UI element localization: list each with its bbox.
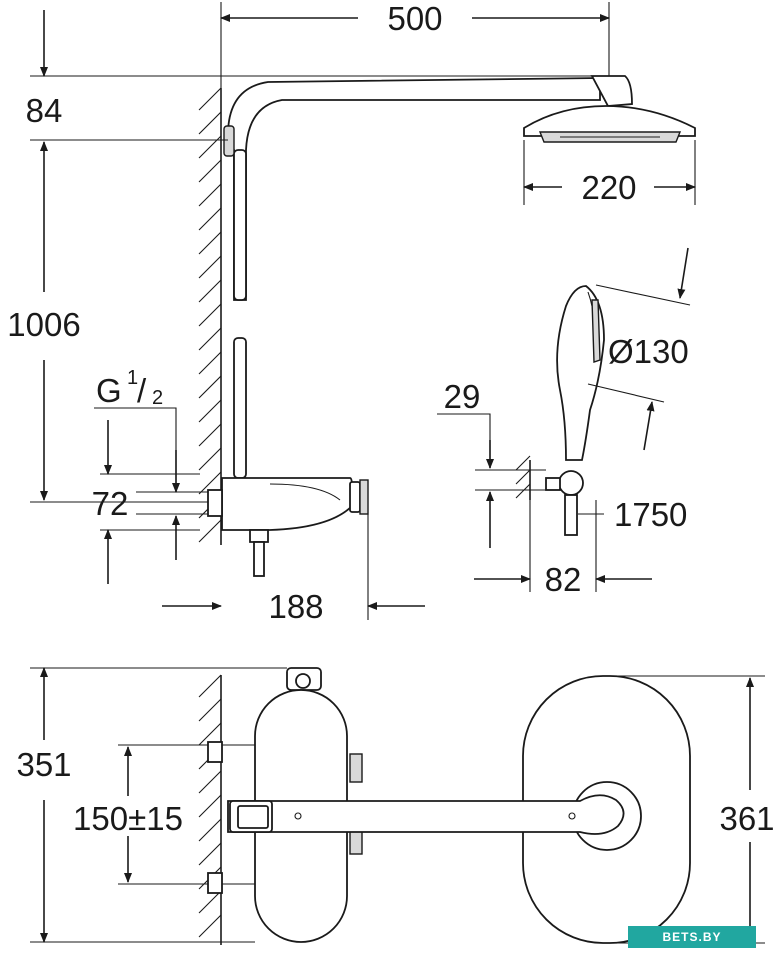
thread-slash: /: [137, 372, 147, 409]
dimension-84: 84: [26, 10, 600, 141]
head-shower: [523, 75, 696, 143]
dimension-188-label: 188: [268, 588, 323, 625]
dimension-500: 500: [220, 0, 610, 88]
plan-view: 351 150±15 361: [16, 667, 775, 945]
dimension-29: 29: [437, 378, 546, 548]
dimension-220-label: 220: [581, 169, 636, 206]
dimension-150-label: 150±15: [73, 800, 183, 837]
elevation-view: 500 84 220 1006 G 1 / 2: [7, 0, 696, 625]
thread-label: G 1 / 2: [94, 367, 180, 493]
dimension-351: 351: [16, 667, 287, 943]
dimension-361-label: 361: [719, 800, 774, 837]
dimension-220: 220: [523, 140, 696, 206]
shower-arm-plan: [227, 794, 625, 835]
hand-shower: [545, 285, 605, 536]
dimension-1006-label: 1006: [7, 306, 80, 343]
dimension-82: 82: [474, 500, 652, 598]
dimension-72-label: 72: [92, 485, 129, 522]
wall-hatch-upper: [198, 87, 222, 545]
dimension-1750-label: 1750: [614, 496, 687, 533]
dimension-351-label: 351: [16, 746, 71, 783]
dimension-72: 72: [92, 420, 208, 584]
dimension-130: Ø130: [587, 247, 691, 451]
thermostat-body: [207, 477, 369, 577]
thread-denominator: 2: [152, 387, 163, 409]
dimension-188: 188: [162, 514, 425, 625]
dimension-150: 150±15: [73, 744, 208, 885]
wall-hatch-lower: [198, 674, 222, 945]
wall-hatch-holder: [515, 455, 531, 500]
dimension-1006: 1006: [7, 141, 208, 503]
dimension-82-label: 82: [545, 561, 582, 598]
dimension-500-label: 500: [387, 0, 442, 37]
thread-g-label: G: [96, 372, 122, 409]
dimension-1750: 1750: [578, 496, 687, 533]
thread-numerator: 1: [127, 367, 138, 389]
dimension-361: 361: [607, 675, 775, 944]
watermark: BETS.BY: [628, 926, 756, 948]
dimension-130-label: Ø130: [608, 333, 689, 370]
dimension-29-label: 29: [444, 378, 481, 415]
dimension-84-label: 84: [26, 92, 63, 129]
